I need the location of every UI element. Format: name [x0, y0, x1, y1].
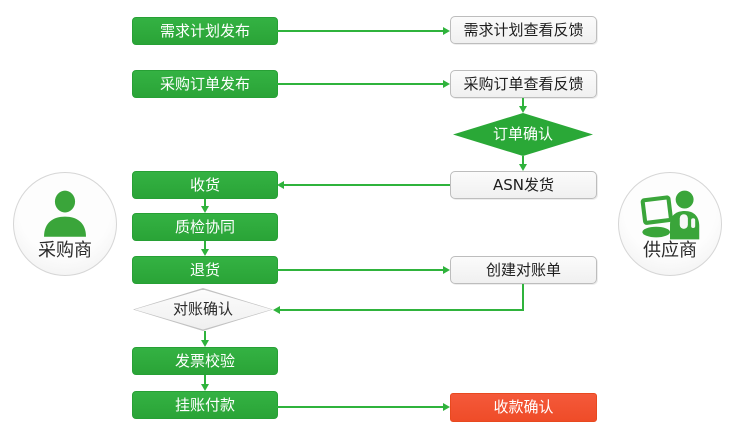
arrow-quality-to-return	[204, 241, 206, 249]
node-create-statement: 创建对账单	[450, 256, 597, 284]
arrow-return-to-create-statement	[277, 269, 443, 271]
arrowhead	[201, 206, 209, 213]
node-invoice-verify: 发票校验	[132, 347, 278, 375]
arrowhead	[443, 403, 450, 411]
person-icon	[38, 189, 92, 241]
diamond-statement-confirm: 对账确认	[133, 288, 273, 331]
node-quality-check: 质检协同	[132, 213, 278, 241]
arrowhead	[443, 27, 450, 35]
node-demand-plan-feedback: 需求计划查看反馈	[450, 16, 597, 44]
node-po-feedback: 采购订单查看反馈	[450, 70, 597, 98]
arrowhead	[443, 266, 450, 274]
node-asn-ship: ASN发货	[450, 171, 597, 199]
buyer-actor-circle: 采购商	[13, 172, 117, 276]
arrowhead	[277, 181, 284, 189]
order-confirm-label: 订单确认	[492, 125, 553, 143]
buyer-label: 采购商	[38, 239, 92, 261]
diamond-order-confirm: 订单确认	[453, 113, 593, 156]
arrow-asn-to-receive	[284, 184, 450, 186]
arrowhead	[201, 384, 209, 391]
node-po-publish: 采购订单发布	[132, 70, 278, 98]
arrow-order-confirm-to-asn	[522, 156, 524, 164]
arrow-invoice-to-payment	[204, 375, 206, 384]
supplier-label: 供应商	[643, 239, 697, 261]
arrowhead	[273, 306, 280, 314]
arrowhead	[443, 80, 450, 88]
person-laptop-icon	[639, 189, 701, 241]
arrow-create-statement-to-confirm	[280, 309, 524, 311]
arrow-demand-publish-to-feedback	[277, 30, 443, 32]
arrowhead	[201, 340, 209, 347]
node-book-payment: 挂账付款	[132, 391, 278, 419]
node-receive-goods: 收货	[132, 171, 278, 199]
arrowhead	[519, 106, 527, 113]
node-demand-plan-publish: 需求计划发布	[132, 17, 278, 45]
arrow-po-publish-to-feedback	[277, 83, 443, 85]
elbow-create-statement-down	[522, 284, 524, 311]
arrow-receive-to-quality	[204, 199, 206, 206]
supplier-actor-circle: 供应商	[618, 172, 722, 276]
arrow-po-feedback-to-order-confirm	[522, 98, 524, 106]
arrow-payment-to-receipt-confirm	[277, 406, 443, 408]
arrowhead	[519, 164, 527, 171]
node-return-goods: 退货	[132, 256, 278, 284]
node-receipt-confirm: 收款确认	[450, 393, 597, 422]
statement-confirm-label: 对账确认	[172, 300, 233, 318]
arrowhead	[201, 249, 209, 256]
arrow-statement-confirm-to-invoice	[204, 331, 206, 340]
